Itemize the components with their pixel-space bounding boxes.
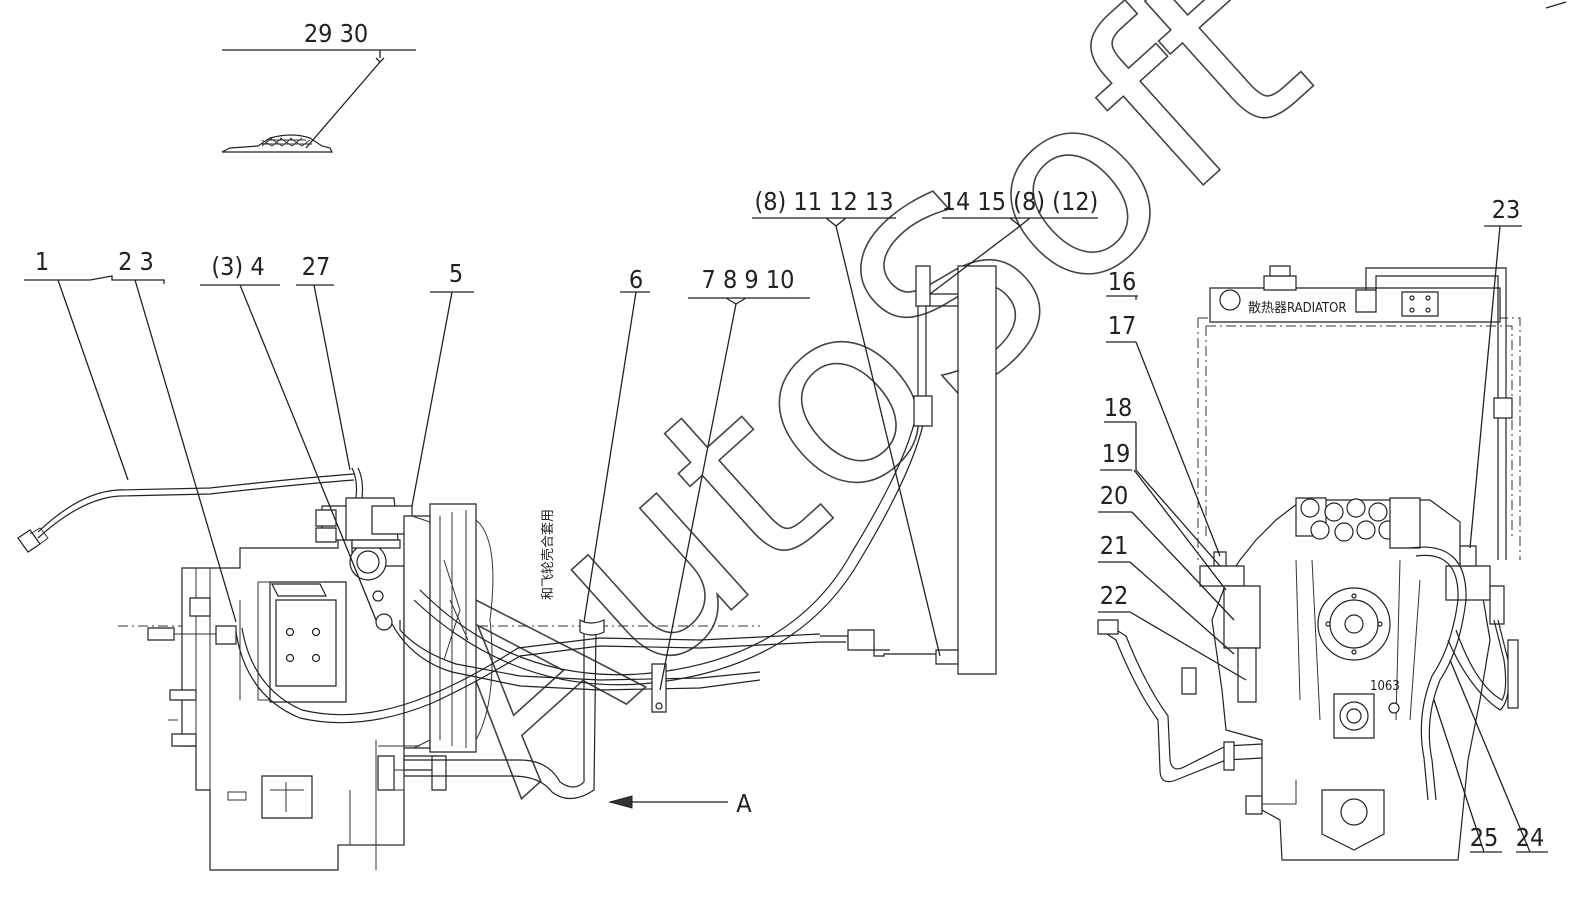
callout-21: 21 <box>1100 531 1129 560</box>
callout-2-3: 2 3 <box>118 247 154 276</box>
callout-24: 24 <box>1516 823 1545 852</box>
vertical-note: 和飞轮壳合套用 <box>540 509 556 600</box>
transmission-side-view <box>118 497 760 871</box>
engine-front-view <box>1097 265 1521 861</box>
callout-17: 17 <box>1108 311 1137 340</box>
watermark: AutoSoft <box>364 0 1358 845</box>
callout-18: 18 <box>1104 393 1133 422</box>
callout-25: 25 <box>1470 823 1499 852</box>
callout-20: 20 <box>1100 481 1129 510</box>
callout-29-30: 29 30 <box>304 19 368 48</box>
radiator-label: 散热器RADIATOR <box>1248 301 1347 316</box>
callout-22: 22 <box>1100 581 1129 610</box>
left-hoses <box>17 265 958 809</box>
callout-27: 27 <box>302 252 331 281</box>
callout-8-13: (8) 11 12 13 <box>754 187 893 216</box>
callout-16: 16 <box>1108 267 1137 296</box>
callout-6: 6 <box>629 265 643 294</box>
callout-5: 5 <box>449 259 463 288</box>
engine-number: 1063 <box>1370 679 1400 694</box>
callout-3-4: (3) 4 <box>211 252 264 281</box>
callout-14-12: 14 15 (8) (12) <box>942 187 1099 216</box>
callout-23: 23 <box>1492 195 1521 224</box>
svg-text:AutoSoft: AutoSoft <box>365 0 1358 844</box>
radiator-side-view <box>935 265 997 675</box>
leader-lines <box>24 1 1567 853</box>
view-arrow-label: A <box>736 789 752 818</box>
callout-7-10: 7 8 9 10 <box>702 265 795 294</box>
strainer-part <box>221 134 333 153</box>
callout-labels: 29 30 1 2 3 (3) 4 27 5 6 7 8 9 10 (8) 11… <box>35 19 1544 852</box>
callout-1: 1 <box>35 247 49 276</box>
callout-19: 19 <box>1102 439 1131 468</box>
